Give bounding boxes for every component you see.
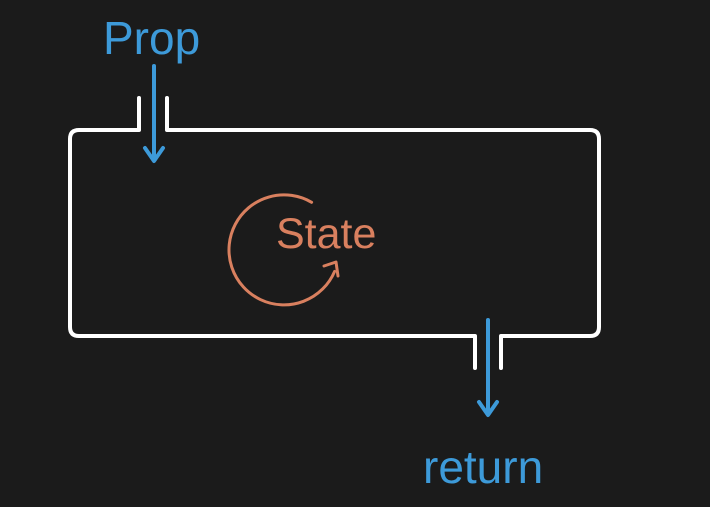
state-label: State [276, 210, 377, 258]
state-cycle-icon [227, 193, 340, 307]
prop-label: Prop [103, 12, 201, 64]
output-arrow-icon [477, 318, 499, 417]
return-label: return [423, 441, 544, 493]
input-arrow-icon [143, 64, 165, 163]
component-box [68, 96, 601, 370]
